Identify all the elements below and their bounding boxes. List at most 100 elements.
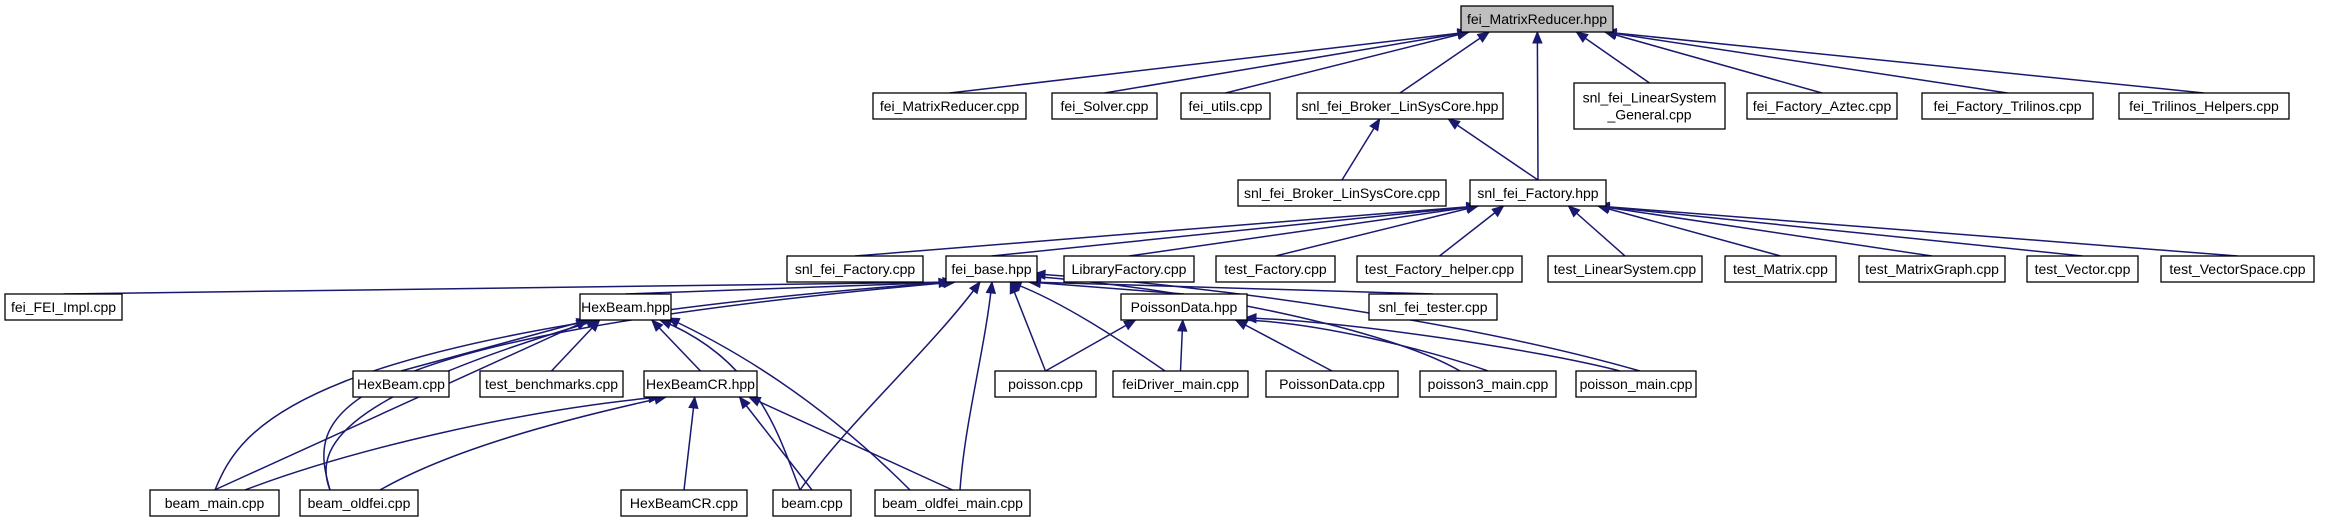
edge-n36-to-n12 [799, 280, 981, 491]
file-node[interactable]: snl_fei_LinearSystem_General.cpp [1573, 82, 1726, 130]
node-box [1746, 92, 1898, 120]
edge-line [625, 281, 955, 295]
edge-line [748, 396, 953, 491]
edge-n15-to-n10 [1439, 205, 1505, 257]
edge-line [667, 317, 911, 491]
file-node[interactable]: fei_Solver.cpp [1051, 92, 1158, 120]
file-node[interactable]: beam_oldfei_main.cpp [874, 489, 1031, 517]
file-node[interactable]: PoissonData.hpp [1120, 293, 1248, 321]
node-box [4, 293, 123, 321]
file-node[interactable]: fei_base.hpp [945, 255, 1038, 283]
file-node[interactable]: test_MatrixGraph.cpp [1858, 255, 2006, 283]
file-node[interactable]: snl_fei_Factory.hpp [1469, 179, 1607, 207]
edge-n17-to-n10 [1596, 203, 1781, 257]
file-node[interactable]: HexBeam.hpp [579, 293, 672, 321]
edge-n16-to-n10 [1567, 205, 1626, 257]
file-node[interactable]: test_Factory.cpp [1215, 255, 1336, 283]
node-label: snl_fei_LinearSystem [1583, 90, 1717, 106]
edge-n33-to-n27 [244, 392, 662, 491]
file-node[interactable]: HexBeamCR.cpp [620, 489, 748, 517]
node-box [945, 255, 1038, 283]
arrow-head-icon [1567, 205, 1581, 218]
node-box [872, 92, 1027, 120]
file-node[interactable]: fei_Factory_Aztec.cpp [1746, 92, 1898, 120]
file-node[interactable]: PoissonData.cpp [1265, 370, 1399, 398]
edge-line [214, 281, 951, 491]
node-box [1296, 92, 1504, 120]
file-node[interactable]: poisson.cpp [994, 370, 1097, 398]
node-label: LibraryFactory.cpp [1072, 261, 1187, 277]
file-node[interactable]: snl_fei_Broker_LinSysCore.cpp [1237, 179, 1447, 207]
edge-n33-to-n22 [214, 319, 590, 491]
edge-n36-to-n22 [658, 319, 801, 491]
file-node[interactable]: poisson_main.cpp [1575, 370, 1697, 398]
node-label: fei_MatrixReducer.hpp [1467, 11, 1607, 27]
arrow-head-icon [1575, 31, 1589, 43]
arrow-head-icon [1177, 318, 1188, 332]
file-node[interactable]: snl_fei_tester.cpp [1368, 293, 1498, 321]
file-node[interactable]: feiDriver_main.cpp [1112, 370, 1249, 398]
file-node[interactable]: beam.cpp [772, 489, 852, 517]
node-box [2118, 92, 2290, 120]
edge-layer [63, 27, 2238, 491]
file-node[interactable]: test_VectorSpace.cpp [2160, 255, 2315, 283]
edge-line [244, 396, 661, 491]
file-node[interactable]: snl_fei_Factory.cpp [786, 255, 924, 283]
file-node[interactable]: LibraryFactory.cpp [1063, 255, 1195, 283]
node-box [1573, 82, 1726, 130]
arrow-head-icon [985, 280, 997, 294]
node-box [1547, 255, 1703, 283]
file-node[interactable]: fei_Trilinos_Helpers.cpp [2118, 92, 2290, 120]
edge-line [1597, 205, 2083, 257]
file-node[interactable]: test_Matrix.cpp [1724, 255, 1837, 283]
edge-line [1128, 205, 1479, 257]
file-node[interactable]: beam_main.cpp [149, 489, 280, 517]
edge-line [1604, 31, 2205, 94]
file-node[interactable]: HexBeam.cpp [352, 370, 450, 398]
edge-line [651, 319, 702, 372]
node-label: beam_oldfei.cpp [308, 495, 411, 511]
file-node[interactable]: test_LinearSystem.cpp [1547, 255, 1703, 283]
arrow-head-icon [747, 396, 762, 407]
edge-line [1234, 319, 1489, 372]
edge-line [799, 281, 981, 491]
edge-n29-to-n12 [1008, 280, 1166, 372]
node-box [1180, 92, 1271, 120]
node-box [1858, 255, 2006, 283]
file-node[interactable]: HexBeamCR.hpp [643, 370, 758, 398]
file-node[interactable]: snl_fei_Broker_LinSysCore.hpp [1296, 92, 1504, 120]
file-node[interactable]: beam_oldfei.cpp [299, 489, 419, 517]
node-label: fei_FEI_Impl.cpp [11, 299, 116, 315]
edge-line [1439, 205, 1504, 257]
edge-n4-to-n0 [1399, 31, 1491, 94]
node-label: snl_fei_Broker_LinSysCore.hpp [1302, 98, 1499, 114]
file-node[interactable]: fei_FEI_Impl.cpp [4, 293, 123, 321]
edge-line [1028, 281, 1185, 295]
node-label: beam.cpp [781, 495, 843, 511]
file-node[interactable]: test_benchmarks.cpp [479, 370, 624, 398]
node-label: HexBeamCR.cpp [630, 495, 738, 511]
file-node[interactable]: fei_utils.cpp [1180, 92, 1271, 120]
edge-n34-to-n22 [325, 318, 600, 491]
edge-line [550, 319, 601, 372]
arrow-head-icon [1491, 205, 1505, 218]
root-node[interactable]: fei_MatrixReducer.hpp [1460, 5, 1614, 33]
arrow-head-icon [1532, 30, 1543, 44]
node-box [1237, 179, 1447, 207]
edge-line [379, 396, 667, 491]
node-label: test_MatrixGraph.cpp [1865, 261, 1999, 277]
arrow-head-icon [1369, 117, 1381, 132]
edge-line [1604, 31, 1823, 94]
edge-line [1399, 31, 1490, 94]
node-label: HexBeam.cpp [357, 376, 445, 392]
edge-n1-to-n0 [949, 28, 1471, 94]
node-label: beam_oldfei_main.cpp [882, 495, 1023, 511]
file-node[interactable]: fei_Factory_Trilinos.cpp [1921, 92, 2094, 120]
node-label: poisson.cpp [1008, 376, 1083, 392]
file-node[interactable]: test_Vector.cpp [2026, 255, 2139, 283]
node-box [479, 370, 624, 398]
file-node[interactable]: test_Factory_helper.cpp [1356, 255, 1523, 283]
file-node[interactable]: fei_MatrixReducer.cpp [872, 92, 1027, 120]
file-node[interactable]: poisson3_main.cpp [1419, 370, 1557, 398]
node-label: poisson_main.cpp [1580, 376, 1693, 392]
